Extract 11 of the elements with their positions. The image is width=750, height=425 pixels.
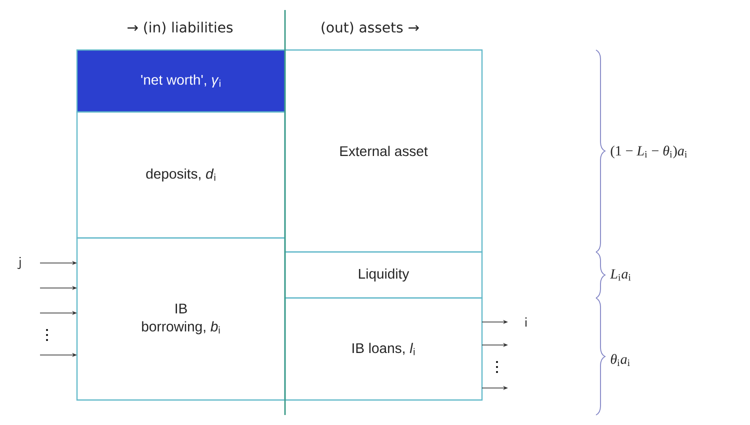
bank-index: j	[17, 256, 21, 269]
borrowing-box: IB borrowing, b$_{i}$	[76, 237, 286, 401]
brace-label: L$_{i}$a$_{i}$	[610, 269, 631, 281]
column-heading: (out) assets →	[322, 22, 419, 34]
brace-label: (1 − L$_{i}$ − θ$_{i}$)a$_{i}$	[610, 146, 687, 158]
deposits-box: deposits, d$_{i}$	[76, 111, 286, 239]
bank-index: i	[525, 317, 527, 327]
brace-label: θ$_{i}$a$_{i}$	[610, 354, 630, 366]
column-heading: → (in) liabilities	[128, 22, 233, 34]
liquidity-box: Liquidity	[284, 251, 483, 299]
net-worth-box: 'net worth', γ$_{i}$	[76, 49, 286, 113]
